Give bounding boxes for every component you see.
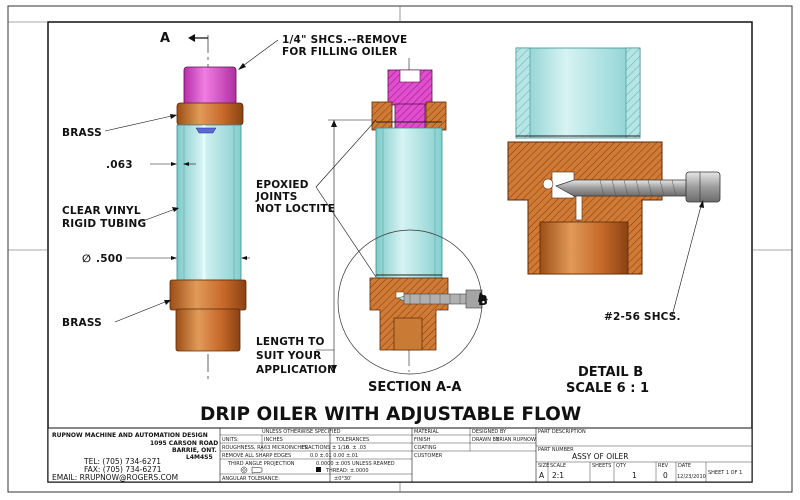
brass-bottom-label: BRASS: [62, 317, 102, 329]
length-label-2: SUIT YOUR: [256, 350, 321, 362]
coating-label: COATING: [414, 445, 437, 451]
sheet-number: SHEET 1 OF 1: [708, 470, 742, 476]
epoxy-label-1: EPOXIED: [256, 179, 309, 191]
designed-by-label: DESIGNED BY: [472, 429, 507, 435]
units-label: UNITS:: [222, 437, 239, 443]
scale-label: SCALE: [550, 463, 566, 469]
tol-line-1: 0. ± .03: [346, 445, 366, 451]
detail-marker-b: B: [478, 294, 488, 309]
shcs-label-2: FOR FILLING OILER: [282, 46, 397, 58]
part-number-label: PART NUMBER: [538, 447, 574, 453]
epoxy-label-3: NOT LOCTITE: [256, 203, 335, 215]
company-address-1: 1095 CARSON ROAD: [150, 440, 218, 447]
angular-value: ±0°30': [334, 476, 352, 482]
fractions-tol: FRACTIONS ± 1/16: [302, 445, 349, 451]
unless-specified: UNLESS OTHERWISE SPECIFIED: [262, 429, 341, 435]
units-value: INCHES: [264, 437, 283, 443]
part-description-label: PART DESCRIPTION: [538, 429, 586, 435]
sheets-label: SHEETS: [592, 463, 611, 469]
detail-scale: SCALE 6 : 1: [566, 381, 649, 396]
vinyl-label-1: CLEAR VINYL: [62, 205, 141, 217]
rev-label: REV: [658, 463, 669, 469]
title-block: RUPNOW MACHINE AND AUTOMATION DESIGN 109…: [47, 427, 753, 483]
roughness-value: 63 MICROINCHES: [264, 445, 307, 451]
date-label: DATE: [678, 463, 691, 469]
section-title: SECTION A-A: [368, 380, 461, 395]
tol-line-3: 0.0000 ±.005 UNLESS REAMED: [316, 461, 395, 467]
company-address-3: L4M4S5: [186, 454, 213, 461]
dia-symbol: ∅: [82, 253, 91, 265]
remove-sharp-edges: REMOVE ALL SHARP EDGES: [222, 453, 291, 459]
projection-symbol: [240, 466, 263, 474]
exterior-view: A 1/4" SHCS.--REMOVE FO: [62, 31, 407, 380]
length-label-1: LENGTH TO: [256, 336, 325, 348]
scale-value: 2:1: [552, 471, 564, 480]
qty-label: QTY: [616, 463, 627, 469]
company-fax: FAX: (705) 734-6271: [84, 465, 162, 474]
brass-top-label: BRASS: [62, 127, 102, 139]
material-label: MATERIAL: [414, 429, 439, 435]
third-angle: THIRD ANGLE PROJECTION: [227, 461, 295, 467]
drawn-by-value: BRIAN RUPNOW: [496, 437, 536, 443]
part-number-value: ASSY OF OILER: [572, 452, 628, 461]
detail-title: DETAIL B: [578, 365, 643, 380]
rev-value: 0: [663, 471, 668, 480]
company-address-2: BARRIE, ONT.: [172, 447, 217, 454]
dim-500-label: .500: [96, 253, 123, 265]
qty-value: 1: [632, 471, 637, 480]
epoxy-label-2: JOINTS: [255, 191, 297, 203]
drawn-by-label: DRAWN BY: [472, 437, 500, 443]
company-email: EMAIL: RRUPNOW@ROGERS.COM: [52, 473, 178, 482]
length-label-3: APPLICATION: [256, 364, 336, 376]
company-name: RUPNOW MACHINE AND AUTOMATION DESIGN: [52, 432, 208, 439]
date-value: 12/23/2010: [677, 474, 706, 480]
size-label: SIZE: [538, 463, 549, 469]
thread-tol: THREAD: ±.0000: [325, 468, 369, 474]
detail-b-view: #2-56 SHCS. DETAIL B SCALE 6 : 1: [507, 47, 721, 396]
angular-tol: ANGULAR TOLERANCE:: [222, 476, 280, 482]
shcs-label-1: 1/4" SHCS.--REMOVE: [282, 34, 407, 46]
screw-label: #2-56 SHCS.: [604, 311, 681, 323]
drawing-title: DRIP OILER WITH ADJUSTABLE FLOW: [200, 404, 581, 425]
company-tel: TEL: (705) 734-6271: [83, 457, 161, 466]
customer-label: CUSTOMER: [414, 453, 443, 459]
section-a-a-view: B EPOXIED JOINTS NOT LOCTITE LENGTH TO S…: [255, 58, 488, 395]
tol-line-2: 0.0 ±.01 0.00 ±.01: [310, 453, 358, 459]
tolerances-label: TOLERANCES: [335, 437, 369, 443]
section-marker-a: A: [160, 31, 170, 46]
dim-063-label: .063: [106, 159, 133, 171]
vinyl-label-2: RIGID TUBING: [62, 218, 146, 230]
roughness-label: ROUGHNESS, RA: [222, 445, 264, 451]
finish-label: FINISH: [414, 437, 431, 443]
size-value: A: [539, 471, 545, 480]
